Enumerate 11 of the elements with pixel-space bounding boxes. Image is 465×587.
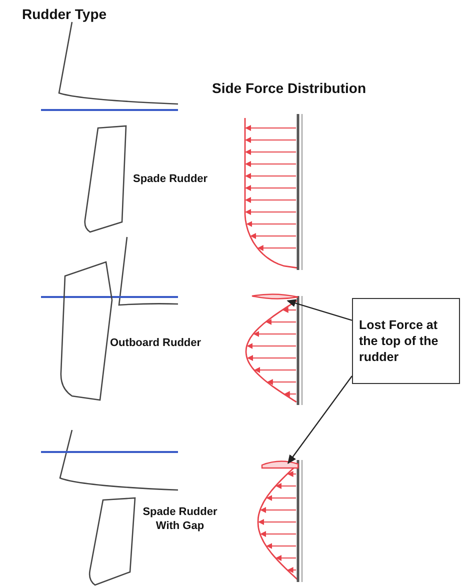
leader-arrow: [288, 376, 352, 464]
rudder-label: Spade Rudder: [133, 172, 208, 186]
lost-force-region: [261, 460, 299, 469]
leader-arrow: [286, 299, 352, 321]
column-heading: Side Force Distribution: [212, 80, 366, 97]
lost-force-region: [251, 294, 299, 300]
rudder-label: Spade Rudder With Gap: [142, 505, 218, 533]
rudder-label: Outboard Rudder: [110, 336, 202, 350]
column-heading: Rudder Type: [22, 6, 107, 23]
callout-box: [352, 298, 460, 384]
callout-text: Lost Force at the top of the rudder: [359, 317, 440, 365]
